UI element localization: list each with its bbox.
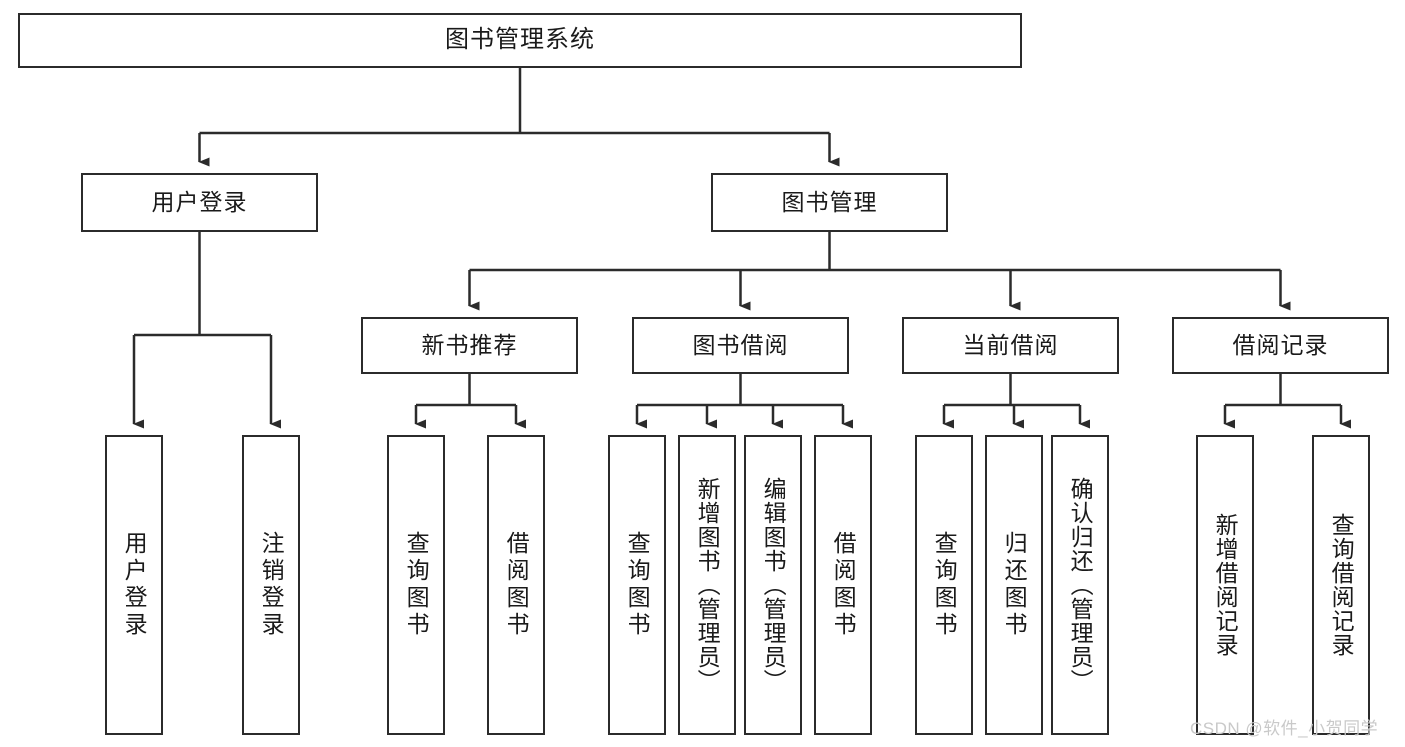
node-leaf-confirm-return-admin[interactable]: 确认归还（管理员） [1051, 435, 1109, 735]
node-book-borrow[interactable]: 图书借阅 [632, 317, 849, 374]
node-current-borrow[interactable]: 当前借阅 [902, 317, 1119, 374]
node-leaf-query-book-1[interactable]: 查询图书 [387, 435, 445, 735]
node-user-login[interactable]: 用户登录 [81, 173, 318, 232]
node-root-system[interactable]: 图书管理系统 [18, 13, 1022, 68]
csdn-watermark: CSDN @软件_小贺同学 [1190, 719, 1379, 738]
node-leaf-user-login[interactable]: 用户登录 [105, 435, 163, 735]
node-book-manage[interactable]: 图书管理 [711, 173, 948, 232]
node-leaf-return-book[interactable]: 归还图书 [985, 435, 1043, 735]
node-borrow-record[interactable]: 借阅记录 [1172, 317, 1389, 374]
node-new-book-recommend[interactable]: 新书推荐 [361, 317, 578, 374]
node-leaf-borrow-book-1[interactable]: 借阅图书 [487, 435, 545, 735]
node-leaf-query-book-3[interactable]: 查询图书 [915, 435, 973, 735]
node-leaf-borrow-book-2[interactable]: 借阅图书 [814, 435, 872, 735]
node-leaf-logout-login[interactable]: 注销登录 [242, 435, 300, 735]
node-leaf-query-book-2[interactable]: 查询图书 [608, 435, 666, 735]
node-leaf-edit-book-admin[interactable]: 编辑图书（管理员） [744, 435, 802, 735]
node-leaf-add-borrow-record[interactable]: 新增借阅记录 [1196, 435, 1254, 735]
node-leaf-add-book-admin[interactable]: 新增图书（管理员） [678, 435, 736, 735]
node-leaf-query-borrow-record[interactable]: 查询借阅记录 [1312, 435, 1370, 735]
